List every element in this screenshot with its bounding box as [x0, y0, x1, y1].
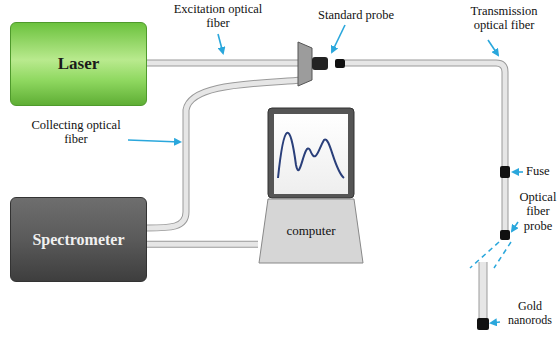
laser-box: Laser	[10, 22, 147, 106]
leader-arrow	[128, 140, 180, 142]
standard-probe	[312, 57, 328, 70]
computer-base: computer	[258, 198, 364, 264]
node-label: Spectrometer	[32, 231, 124, 249]
node-text-group: computer	[286, 223, 335, 239]
callout-label: Optical fiber probe	[518, 190, 558, 233]
callout-label: Excitation optical fiber	[172, 2, 264, 31]
leader-arrow	[513, 171, 523, 173]
callout-label: Fuse	[526, 164, 550, 178]
spectrometer-box: Spectrometer	[10, 197, 147, 282]
leader-arrow	[491, 322, 500, 323]
leader-arrow	[488, 40, 498, 55]
fuse	[500, 166, 510, 178]
fiber-connector	[335, 59, 345, 68]
excitation-fiber	[147, 63, 300, 64]
callout-label: Collecting optical fiber	[30, 118, 122, 147]
data-cable	[147, 244, 258, 245]
leader-arrow	[218, 34, 223, 53]
laptop-screen	[268, 108, 354, 198]
callout-label: Transmission optical fiber	[458, 4, 550, 33]
gold-nanorod-tip	[477, 318, 489, 330]
transmission-fiber	[345, 63, 505, 232]
node-label: Laser	[58, 54, 100, 74]
node-text-group: Spectrometer	[32, 231, 124, 249]
probe-mount	[298, 42, 312, 86]
leader-arrow	[332, 25, 345, 52]
callout-label: Gold nanorods	[502, 300, 558, 328]
fiber-probe-tip	[500, 230, 510, 240]
zoomed-fiber	[483, 262, 484, 320]
zoom-dash	[494, 242, 511, 268]
leader-arrow	[512, 222, 518, 231]
node-label: computer	[286, 223, 335, 239]
callout-label: Standard probe	[318, 8, 394, 22]
node-text-group: Laser	[58, 54, 100, 74]
